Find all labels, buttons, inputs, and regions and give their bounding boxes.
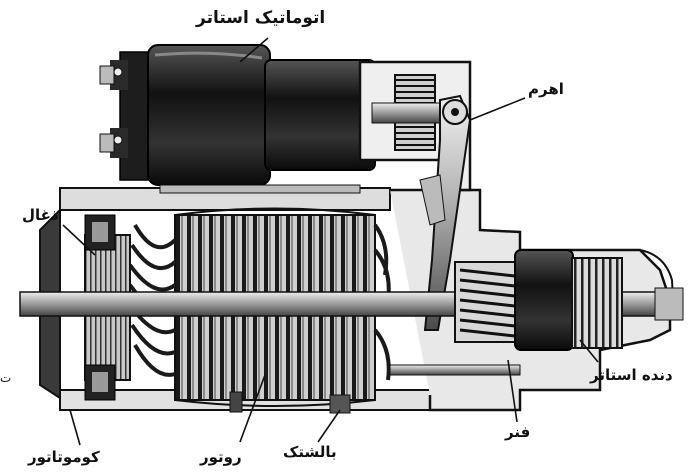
label-commutator: کوموتاتور <box>28 448 100 466</box>
label-bushing: بالشتک <box>283 443 337 461</box>
lower-rod <box>389 364 521 376</box>
plunger-spring <box>394 74 436 151</box>
solenoid-terminal-bottom <box>99 128 128 158</box>
label-rotor: روتور <box>200 448 242 466</box>
label-spring: فنر <box>505 423 531 441</box>
pinion-gear <box>571 257 623 349</box>
bushing <box>229 391 351 414</box>
clutch-spring <box>454 261 521 343</box>
label-brush: ذغال <box>22 206 59 224</box>
solenoid-terminal-top <box>99 60 128 90</box>
label-edge-mark: ت <box>0 371 12 385</box>
leader-lines <box>62 37 599 446</box>
solenoid <box>99 44 376 194</box>
label-lever: اهرم <box>528 80 564 98</box>
brush-assembly <box>84 214 116 401</box>
clutch-housing <box>514 249 574 351</box>
shift-lever <box>419 94 472 331</box>
label-solenoid: اتوماتیک استاتر <box>196 8 326 28</box>
label-pinion: دنده استاتر <box>590 366 673 384</box>
